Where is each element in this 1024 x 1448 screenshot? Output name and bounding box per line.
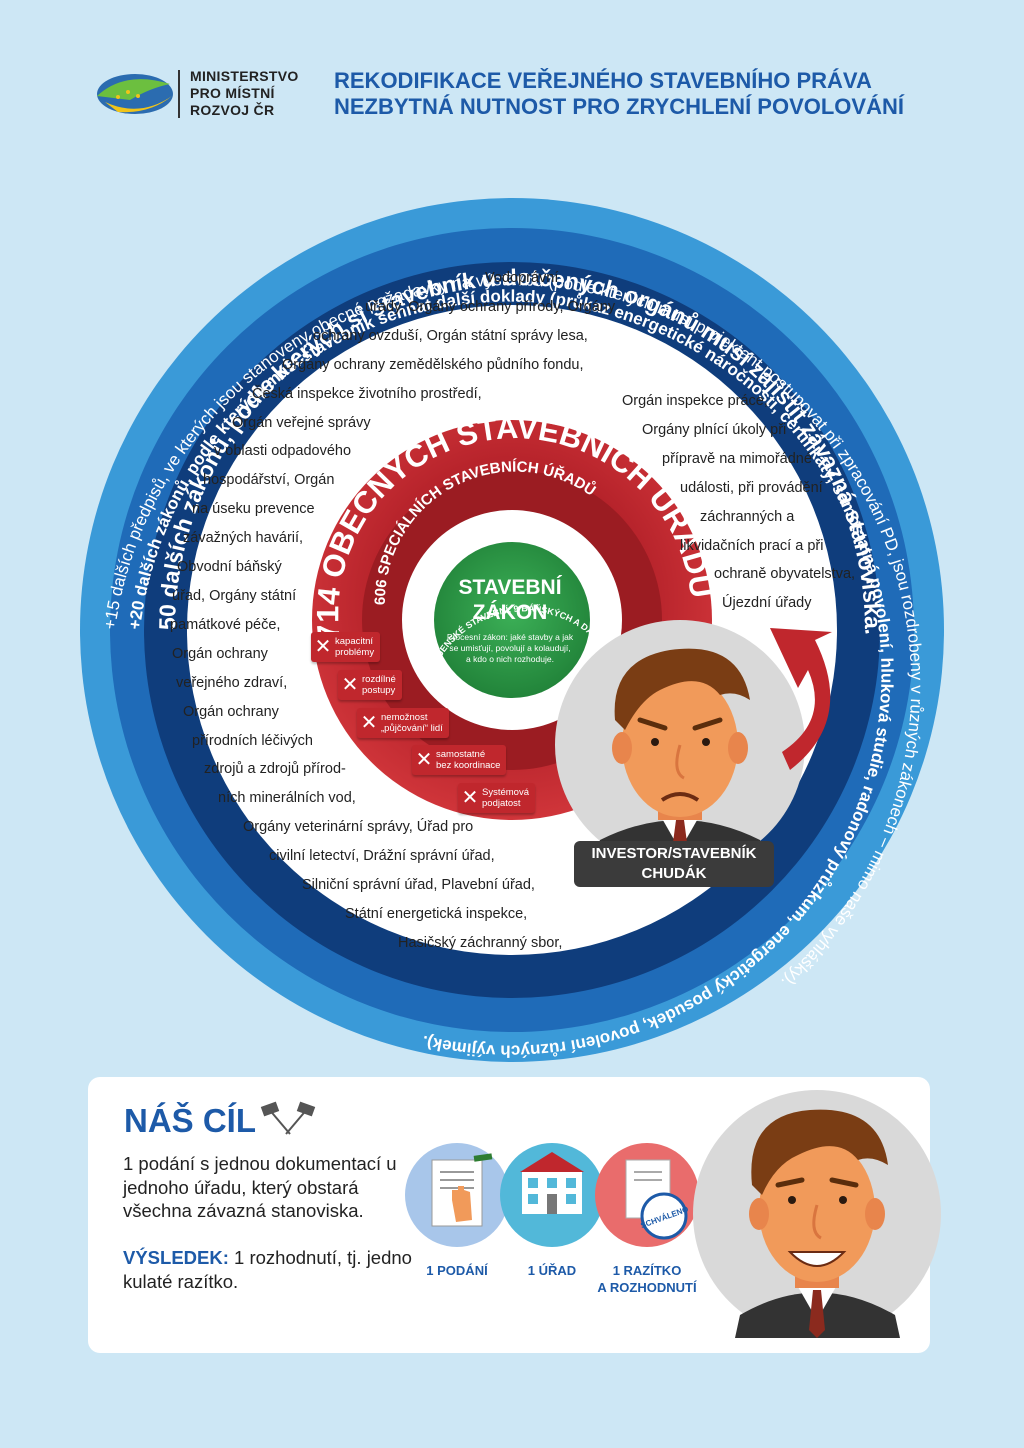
authority-line: Obvodní báňský	[177, 559, 282, 576]
problem-tag-line: kapacitní	[335, 636, 374, 647]
authority-line: Orgán ochrany	[183, 703, 279, 720]
authority-line: úřad, Orgány státní	[172, 587, 297, 604]
problem-tag-line: nemožnost	[381, 712, 428, 723]
problem-tag-line: samostatné	[436, 749, 486, 760]
goal-description: 1 podání s jednou dokumentací u jednoho …	[123, 1153, 397, 1221]
step-label-line: 1 ÚŘAD	[527, 1263, 577, 1278]
authority-line: Orgán ochrany	[172, 645, 268, 662]
authority-line: Hasičský záchranný sbor,	[398, 934, 563, 951]
authority-line: Orgány ochrany zemědělského půdního fond…	[282, 356, 584, 373]
sad-investor-illustration	[555, 620, 805, 870]
ministry-name-line: PRO MÍSTNÍ	[190, 85, 275, 101]
result-text: VÝSLEDEK: 1 rozhodnutí, tj. jedno kulaté…	[123, 1246, 413, 1293]
page-title-line: NEZBYTNÁ NUTNOST PRO ZRYCHLENÍ POVOLOVÁN…	[334, 94, 904, 119]
authority-line: na úseku prevence	[192, 501, 315, 518]
authority-line: hospodářství, Orgán	[203, 472, 335, 489]
document-hand-icon	[431, 1153, 493, 1227]
problem-tag-line: bez koordinace	[436, 760, 501, 771]
authorities-list-left: Vodoprávní úřady, Orgány ochrany přírody…	[0, 264, 1024, 958]
building-icon	[520, 1152, 584, 1214]
authority-line: Orgány plnící úkoly při	[642, 421, 787, 438]
investor-label-line: CHUDÁK	[641, 865, 707, 882]
ministry-name-line: ROZVOJ ČR	[190, 102, 275, 118]
approved-stamp-icon: SCHVÁLENO	[625, 1159, 690, 1240]
step-label-line: 1 PODÁNÍ	[426, 1263, 488, 1278]
problem-tag-line: rozdílné	[362, 674, 396, 685]
building-law-title: STAVEBNÍ ZÁKON	[440, 575, 580, 625]
problem-tag-line: „půjčování“ lidí	[381, 723, 443, 734]
result-value: 1 rozhodnutí, tj. jedno kulaté razítko.	[123, 1247, 412, 1292]
authority-line: závažných havárií,	[183, 530, 304, 547]
page-title-line: REKODIFIKACE VEŘEJNÉHO STAVEBNÍHO PRÁVA	[334, 68, 872, 93]
step-label-line: 1 RAZÍTKO	[612, 1263, 682, 1278]
step-label-line: A ROZHODNUTÍ	[597, 1280, 697, 1295]
investor-label-line: INVESTOR/STAVEBNÍK	[591, 845, 757, 862]
authority-line: zdrojů a zdrojů přírod-	[204, 761, 346, 778]
curved-arrow-icon	[770, 628, 832, 770]
cross-icon: ✕	[461, 787, 479, 809]
authority-line: Újezdní úřady	[722, 595, 812, 612]
authority-line: veřejného zdraví,	[176, 674, 288, 691]
authority-line: přípravě na mimořádné	[662, 450, 812, 467]
building-law-description: Procesní zákon: jaké stavby a jak se umi…	[446, 632, 574, 664]
problem-tag-line: podjatost	[482, 798, 521, 809]
authority-line: Česká inspekce životního prostředí,	[252, 385, 482, 402]
goal-title: NÁŠ CÍL	[124, 1102, 256, 1139]
authority-line: Orgán veřejné správy	[232, 414, 371, 431]
authority-line: památkové péče,	[170, 616, 281, 633]
authority-line: Orgán inspekce práce,	[622, 393, 768, 409]
investor-label: INVESTOR/STAVEBNÍK CHUDÁK	[574, 841, 774, 887]
authority-line: ochrany ovzduší, Orgán státní správy les…	[313, 327, 588, 344]
authority-line: ochraně obyvatelstva,	[714, 566, 856, 583]
authority-line: civilní letectví, Drážní správní úřad,	[269, 848, 495, 865]
authority-line: záchranných a	[700, 508, 795, 525]
cross-icon: ✕	[314, 636, 332, 658]
problem-tag-line: Systémová	[482, 787, 529, 798]
page-title: REKODIFIKACE VEŘEJNÉHO STAVEBNÍHO PRÁVA …	[334, 68, 904, 120]
authorities-list-right: Orgán inspekce práce, Orgány plnící úkol…	[0, 387, 1024, 618]
problem-tag: ✕ nemožnost„půjčování“ lidí	[357, 708, 449, 738]
step-label-stamp: 1 RAZÍTKO A ROZHODNUTÍ	[577, 1262, 717, 1296]
authority-line: přírodních léčivých	[192, 732, 313, 749]
authority-line: Státní energetická inspekce,	[345, 905, 528, 922]
authority-line: úřady, Orgány ochrany přírody, Orgány	[365, 298, 616, 315]
authority-line: události, při provádění	[680, 479, 823, 496]
ministry-name-line: MINISTERSTVO	[190, 68, 299, 84]
cross-icon: ✕	[415, 749, 433, 771]
authority-line: likvidačních prací a při	[680, 537, 824, 554]
authority-line: v oblasti odpadového	[214, 443, 352, 460]
authority-line: Silniční správní úřad, Plavební úřad,	[302, 877, 535, 894]
ministry-logo	[97, 74, 173, 114]
center-disc	[434, 542, 590, 698]
cross-icon: ✕	[341, 674, 359, 696]
building-law-title-line: STAVEBNÍ	[458, 576, 562, 599]
problem-tag-line: problémy	[335, 647, 375, 658]
step-label-office: 1 ÚŘAD	[482, 1262, 622, 1279]
ministry-name: MINISTERSTVO PRO MÍSTNÍ ROZVOJ ČR	[190, 68, 299, 119]
cross-icon: ✕	[360, 712, 378, 734]
step-label-submission: 1 PODÁNÍ	[387, 1262, 527, 1279]
result-label: VÝSLEDEK:	[123, 1247, 229, 1268]
building-law-title-line: ZÁKON	[472, 601, 548, 624]
authority-line: Vodoprávní	[485, 270, 559, 286]
checkered-flags-icon	[260, 1101, 316, 1135]
happy-investor-illustration	[693, 1090, 941, 1338]
header-divider	[178, 70, 180, 118]
authority-line: ních minerálních vod,	[218, 790, 356, 807]
problem-tag-line: postupy	[362, 685, 396, 696]
authority-line: Orgány veterinární správy, Úřad pro	[243, 819, 474, 836]
